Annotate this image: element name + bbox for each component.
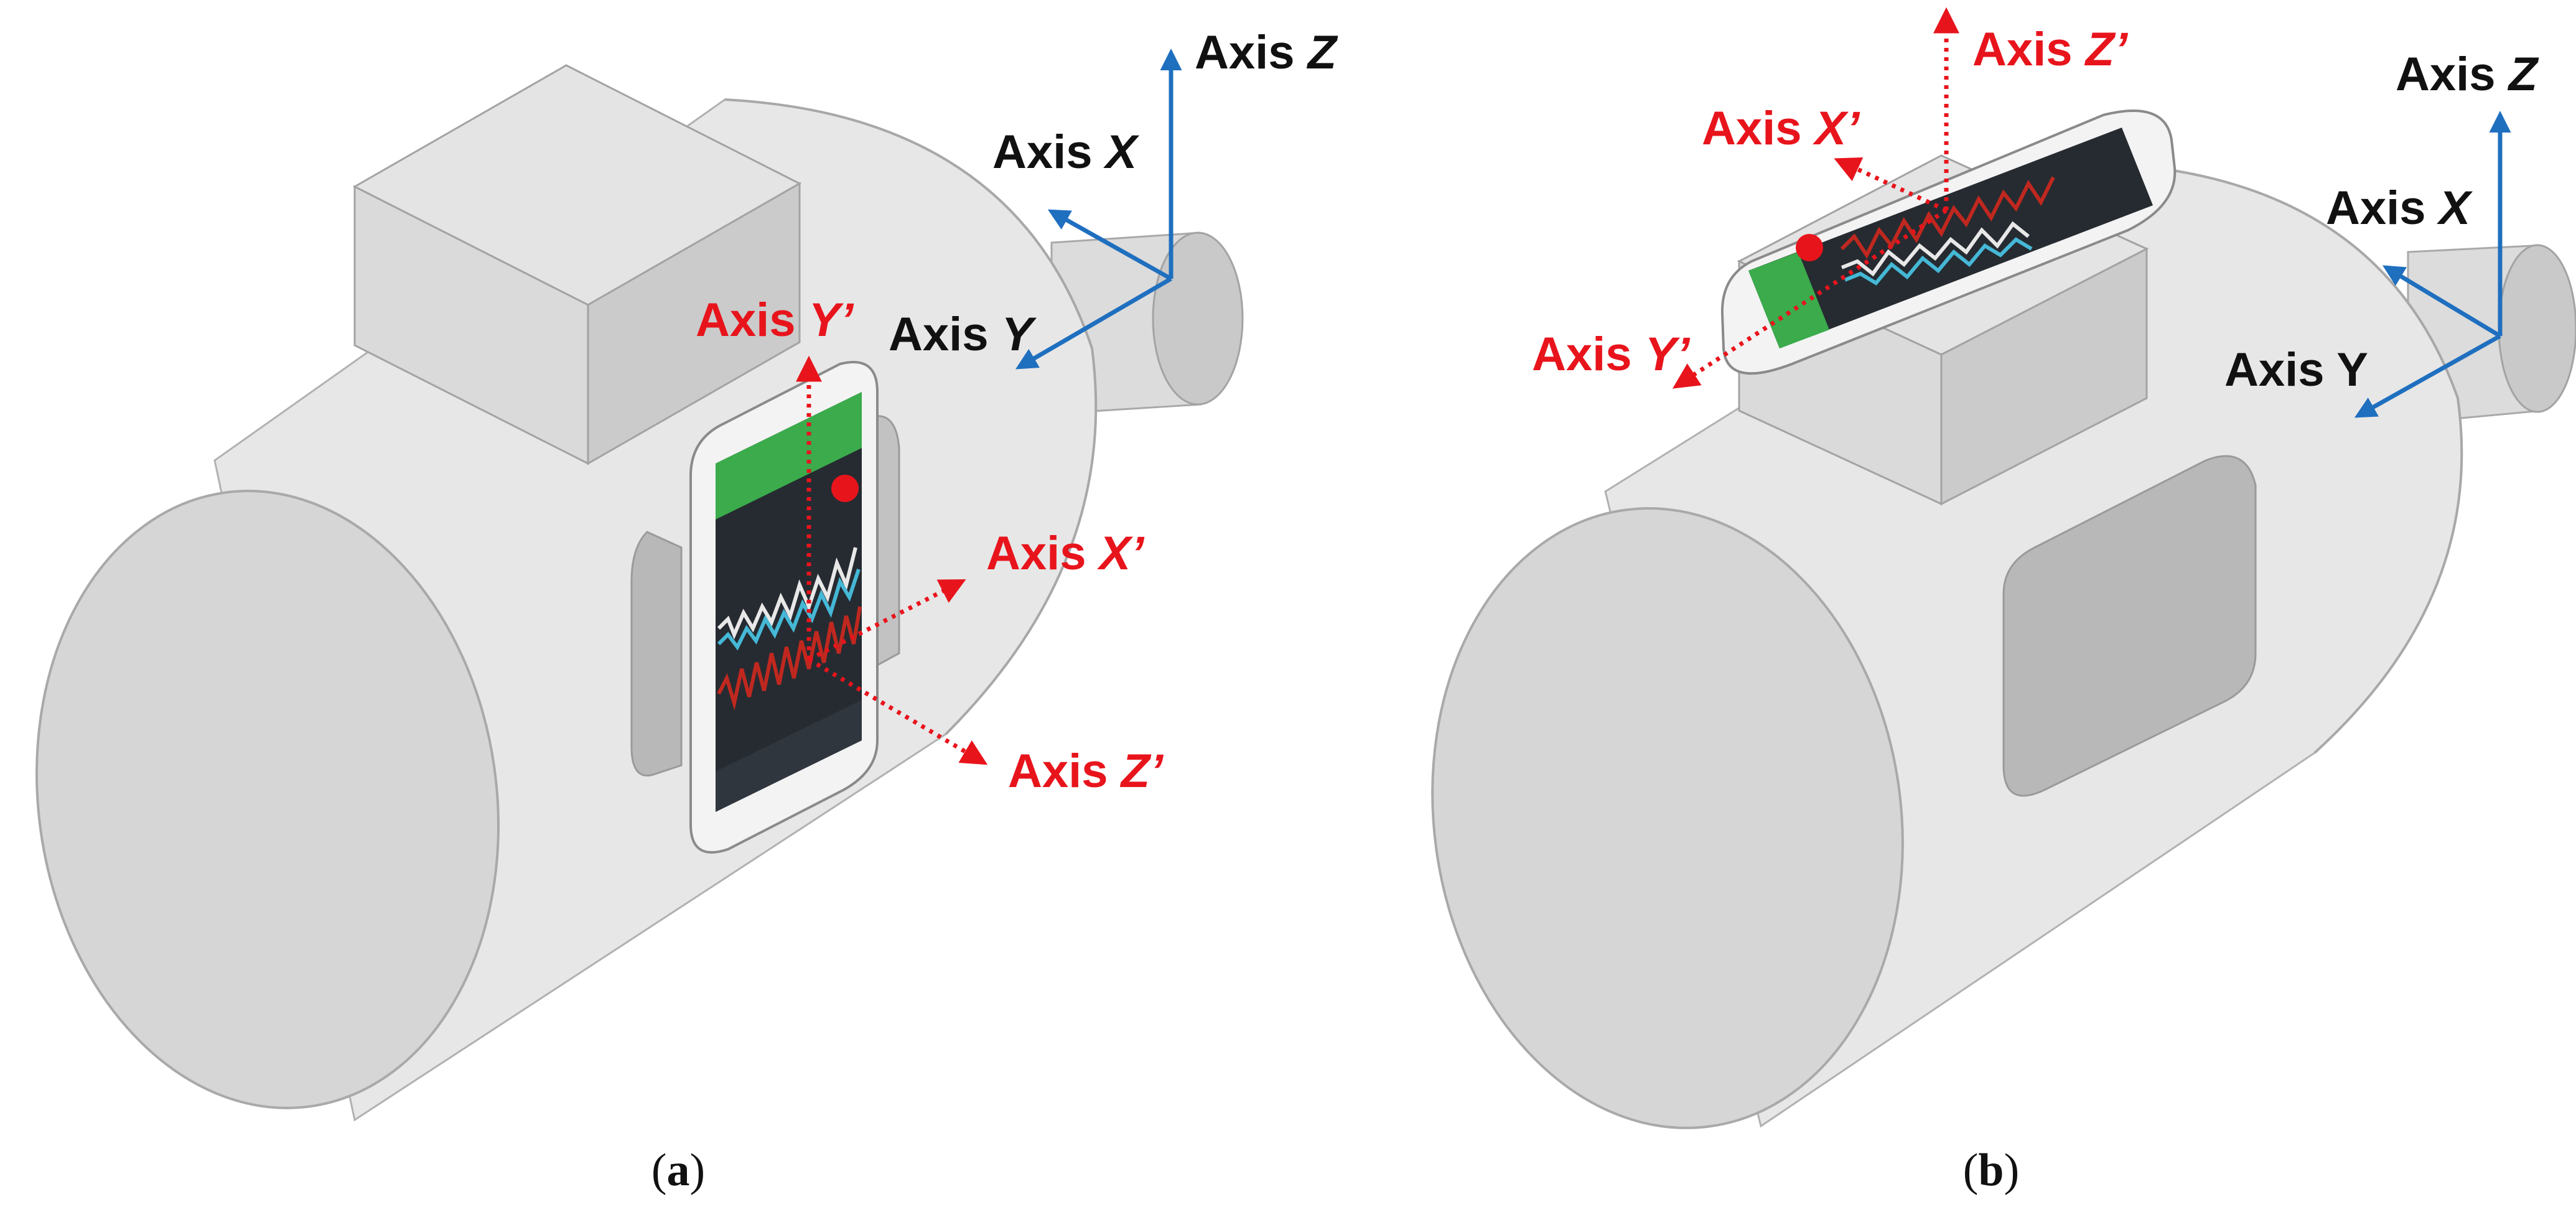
axis-z-label-b: Axis Z <box>2396 48 2539 101</box>
record-icon-b <box>1796 234 1823 261</box>
caption-b: (b) <box>1963 1145 2019 1196</box>
axis-z-label-a: Axis Z <box>1195 26 1338 79</box>
axis-y-prime-label-a: Axis Y’ <box>696 294 854 347</box>
mounting-plate-a <box>630 531 683 776</box>
smartphone-a <box>689 361 879 854</box>
smartphone-b <box>1720 110 2177 375</box>
signal-trace-blue <box>717 569 861 651</box>
axis-z-prime-label-a: Axis Z’ <box>1008 745 1164 798</box>
axis-x-prime-label-b: Axis X’ <box>1702 102 1860 155</box>
axis-x-label-a: Axis X <box>992 126 1140 179</box>
panel-b <box>1431 7 2576 1129</box>
axis-y-prime-label-b: Axis Y’ <box>1532 328 1690 381</box>
caption-a: (a) <box>651 1145 705 1196</box>
record-icon <box>831 475 859 502</box>
app-header-bar <box>716 392 862 520</box>
mounting-plate-b <box>2002 455 2257 797</box>
panel-a <box>35 49 1244 1122</box>
signal-trace-red-b <box>1840 176 2055 259</box>
axis-x-label-b: Axis X <box>2326 182 2473 235</box>
app-green-bar-b <box>1748 252 1829 348</box>
signal-trace-white-b <box>1841 221 2030 277</box>
signal-trace-white <box>717 547 857 640</box>
axis-z-prime-label-b: Axis Z’ <box>1972 23 2128 76</box>
axis-y-label-b: Axis Y <box>2224 343 2368 396</box>
motor-frame-axes-b <box>2354 111 2511 418</box>
terminal-box <box>352 64 802 465</box>
signal-trace-red <box>717 606 862 711</box>
phone-frame-axes-a <box>796 355 988 765</box>
motor-frame-axes-a <box>1015 49 1182 370</box>
axis-y-label-a: Axis Y <box>889 308 1037 361</box>
motor-end-face-b <box>1431 507 1904 1129</box>
signal-trace-blue-b <box>1844 237 2033 286</box>
motor-end-face <box>35 490 500 1109</box>
axis-x-prime-label-a: Axis X’ <box>986 527 1144 580</box>
app-footer-bar <box>716 700 862 812</box>
phone-frame-axes-b <box>1672 7 1959 389</box>
